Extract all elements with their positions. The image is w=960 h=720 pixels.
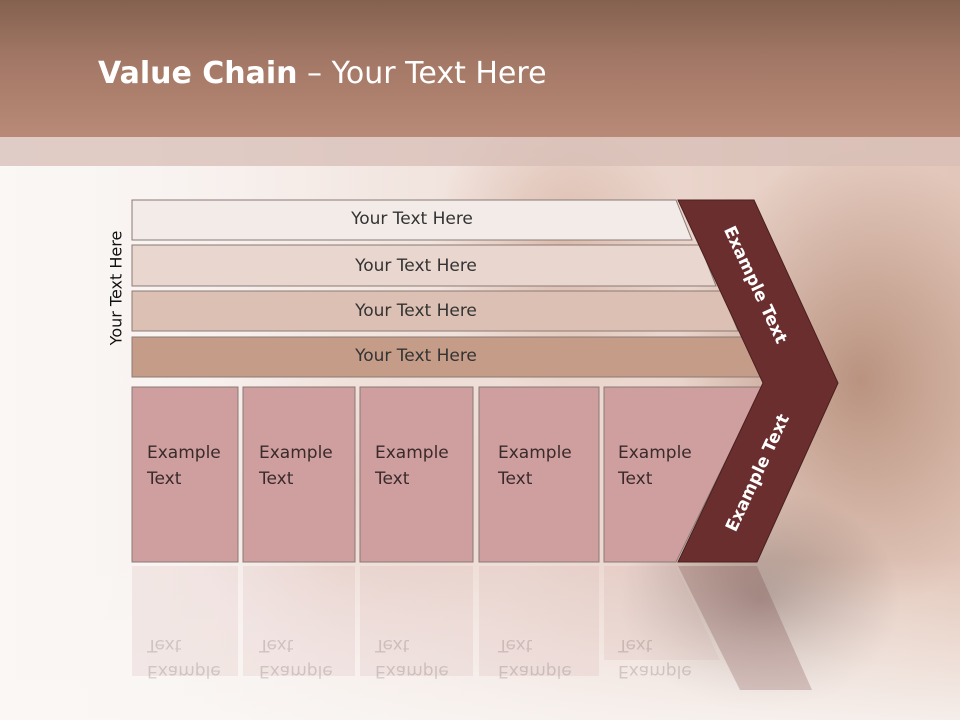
slide-title-rest: – Your Text Here [297,56,547,91]
activity-box-5 [603,386,763,563]
slide-title-bold: Value Chain [98,56,298,91]
support-bar-3 [131,290,739,332]
support-bar-1 [131,199,693,241]
title-banner [0,0,960,137]
activity-box-1 [131,386,239,563]
background-bottom-fade [0,560,960,720]
activity-box-2 [242,386,356,563]
support-bar-label-4: Your Text Here [355,346,477,366]
margin-chevron [677,199,839,563]
support-bar-2 [131,244,717,287]
margin-chevron-reflection [678,566,812,690]
support-bar-label-3: Your Text Here [355,301,477,321]
slide-title: Value Chain – Your Text Here [98,52,547,96]
activity-box-4 [478,386,600,563]
activity-box-3 [359,386,474,563]
support-bar-label-2: Your Text Here [355,256,477,276]
support-bar-label-1: Your Text Here [351,209,473,229]
title-banner-strip [0,137,960,166]
diagram-reflection [132,566,720,676]
